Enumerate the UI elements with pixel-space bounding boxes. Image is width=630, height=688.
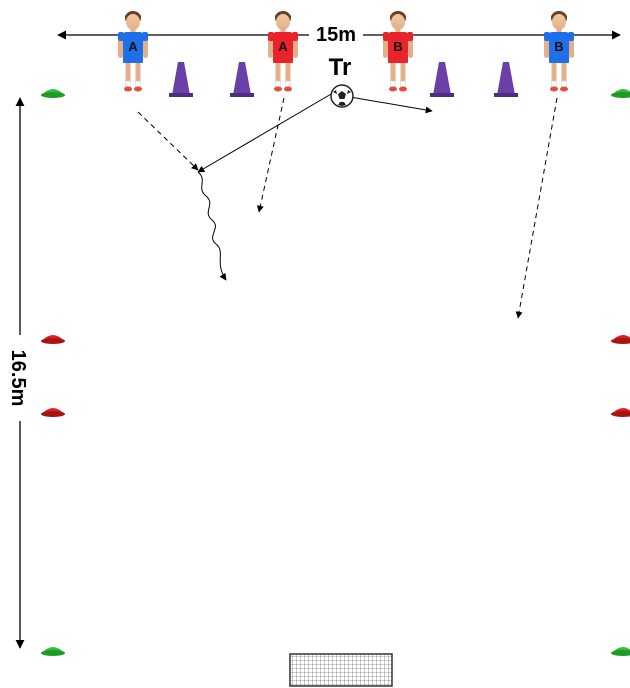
run-path-a1: [137, 111, 199, 171]
player-team-label: B: [393, 39, 402, 54]
marker-disc-icon: [41, 408, 65, 417]
soccer-ball-icon: [330, 84, 354, 108]
cone-icon: [494, 62, 518, 97]
dribble-path: [197, 171, 227, 281]
run-path-b2: [515, 97, 558, 319]
cone-icon: [169, 62, 193, 97]
marker-disc-icon: [611, 408, 630, 417]
width-dimension-arrow: [57, 20, 621, 46]
cones: [169, 62, 518, 97]
markers: [41, 89, 630, 656]
marker-disc-icon: [41, 647, 65, 656]
player-team-label: A: [128, 39, 138, 54]
player-team-label: B: [554, 39, 563, 54]
marker-disc-icon: [611, 335, 630, 344]
run-path-a2: [256, 97, 285, 213]
width-label: 15m: [316, 24, 356, 46]
marker-disc-icon: [41, 89, 65, 98]
marker-disc-icon: [611, 647, 630, 656]
pass-line-to-a: [197, 89, 339, 173]
length-label: 16.5m: [7, 350, 29, 407]
cone-icon: [230, 62, 254, 97]
player-icon: A: [268, 11, 298, 92]
player-icon: B: [544, 11, 574, 92]
player-icon: B: [383, 11, 413, 92]
pass-line-to-b: [349, 96, 433, 114]
marker-disc-icon: [611, 89, 630, 98]
movement-lines: [137, 89, 558, 319]
goal-icon: [289, 653, 393, 687]
player-icon: A: [118, 11, 148, 92]
cone-icon: [430, 62, 454, 97]
length-dimension-arrow: [8, 97, 32, 649]
trainer-label: Tr: [329, 54, 352, 81]
player-team-label: A: [278, 39, 288, 54]
marker-disc-icon: [41, 335, 65, 344]
